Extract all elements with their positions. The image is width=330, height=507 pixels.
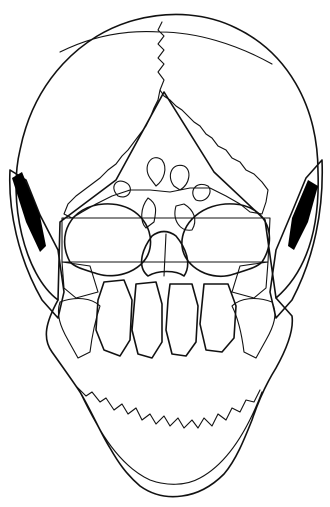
dental-arch <box>76 386 260 428</box>
maxillary-block-1 <box>96 280 132 356</box>
parietal-bone <box>16 14 318 300</box>
ethmoid-lower-right <box>175 204 195 230</box>
ethmoid-cell-right <box>193 184 210 200</box>
maxillary-block-3 <box>166 284 198 356</box>
maxillary-block-2 <box>132 282 162 358</box>
face-outline <box>46 298 292 497</box>
infraorbital-hatch-right <box>232 262 268 298</box>
frontal-bone <box>64 90 268 218</box>
nasal-septum <box>164 234 166 276</box>
maxilla-right <box>232 299 275 358</box>
crista-galli <box>142 198 156 228</box>
sphenoid-wing-right <box>288 180 318 250</box>
coronal-suture <box>60 32 272 64</box>
mandible-line <box>80 392 262 484</box>
ethmoid-cell-center <box>147 158 165 186</box>
ethmoid-cell-upper <box>170 165 189 190</box>
maxilla-left <box>58 299 100 358</box>
ethmoid-cell-left <box>114 181 131 197</box>
maxillary-block-4 <box>200 284 236 352</box>
orbit-right <box>182 204 270 276</box>
